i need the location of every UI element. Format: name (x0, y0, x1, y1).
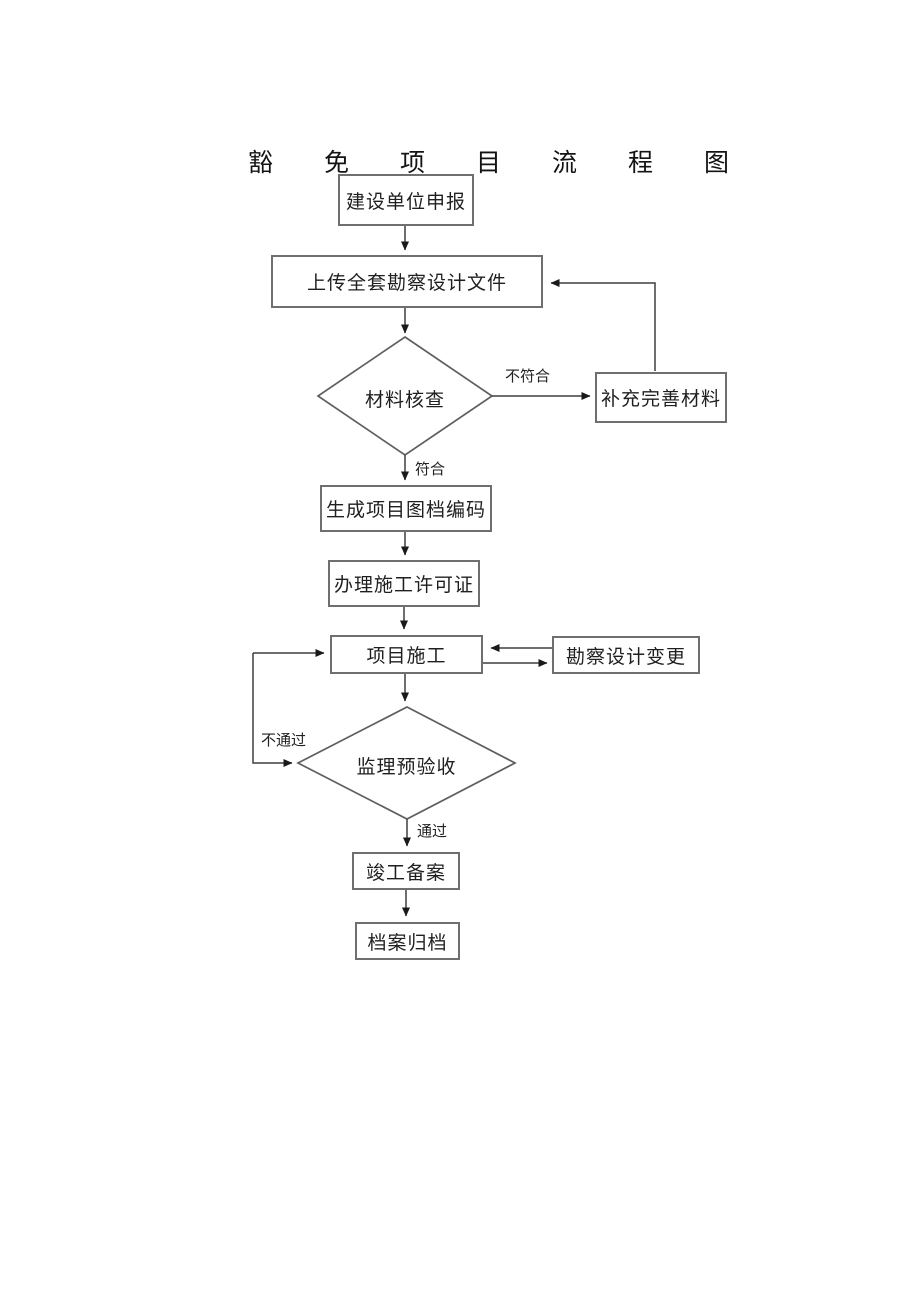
node-construction: 项目施工 (330, 635, 483, 674)
node-supplement: 补充完善材料 (595, 372, 727, 423)
node-completion-filing: 竣工备案 (352, 852, 460, 890)
edge-label-conform: 符合 (415, 461, 446, 478)
node-declare: 建设单位申报 (338, 174, 474, 226)
decision-label-pre-acceptance: 监理预验收 (356, 757, 457, 778)
edge-label-pass: 通过 (417, 823, 448, 840)
page-title: 豁免项目流程图 (248, 149, 781, 177)
edge-label-not-conform: 不符合 (505, 368, 551, 385)
node-archiving: 档案归档 (355, 922, 460, 960)
node-generate-code: 生成项目图档编码 (320, 485, 492, 532)
edge-label-fail: 不通过 (261, 732, 307, 749)
decision-label-material-check: 材料核查 (364, 390, 445, 411)
node-permit: 办理施工许可证 (328, 560, 480, 607)
node-design-change: 勘察设计变更 (552, 636, 700, 674)
arrow-fail-loop-to-pre (252, 653, 293, 767)
node-upload: 上传全套勘察设计文件 (271, 255, 543, 308)
arrow-supplement-to-upload (550, 279, 656, 371)
